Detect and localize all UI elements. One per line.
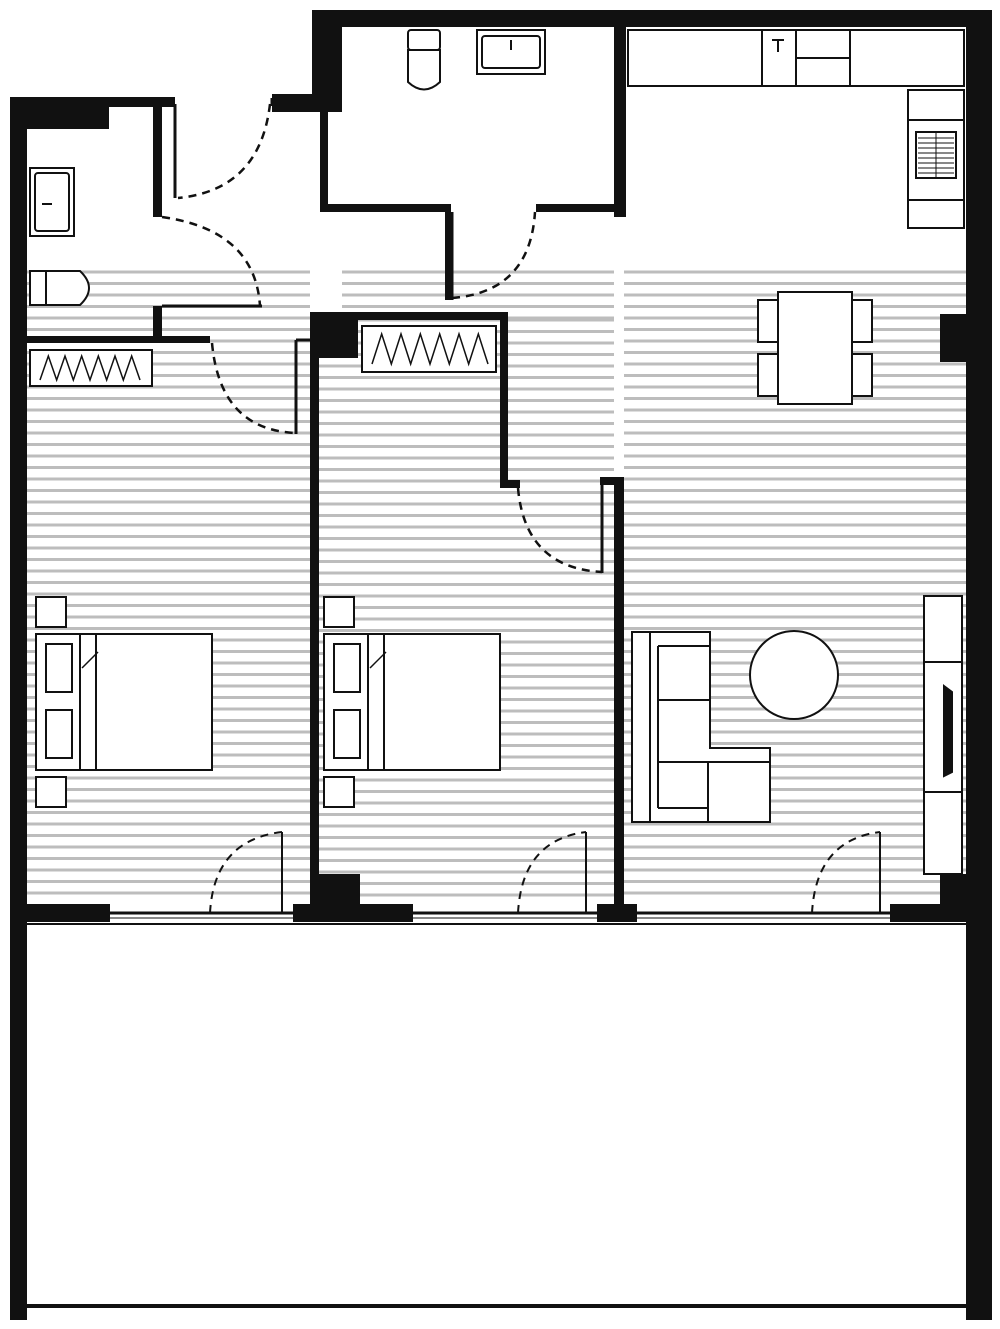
door-swing-icon xyxy=(451,211,537,300)
floor-stripes xyxy=(27,270,966,897)
chair-icon xyxy=(849,353,873,397)
wall-front-bed2-pier xyxy=(310,874,360,922)
chair-icon xyxy=(757,353,781,397)
door-swing-icon xyxy=(161,215,262,307)
toilet-icon xyxy=(407,29,441,91)
wall-ensuite-right xyxy=(153,97,162,217)
wall-left-outer xyxy=(10,97,27,1320)
wall-bed2-door-stub xyxy=(500,480,520,488)
wall-ensuite-bottom xyxy=(27,336,210,343)
bedroom-2-furniture xyxy=(323,596,501,808)
nightstand-icon xyxy=(35,596,67,628)
bathroom-fixtures xyxy=(407,29,546,91)
wall-bed2-right xyxy=(500,312,508,488)
wall-living-left xyxy=(614,477,624,913)
balcony-bottom-rail xyxy=(27,1304,967,1308)
wall-bed2-top xyxy=(310,312,508,320)
living-furniture xyxy=(631,595,963,875)
ensuite-fixtures xyxy=(29,167,90,306)
sofa-icon xyxy=(631,631,771,823)
sliding-door-icon xyxy=(811,831,881,914)
wall-right-pier-upper xyxy=(940,314,968,362)
wall-top-left-pier xyxy=(27,107,109,129)
sink-icon xyxy=(476,29,546,75)
wall-hall-right-stub xyxy=(445,204,451,300)
wall-living-stub xyxy=(600,477,624,485)
balcony xyxy=(27,923,966,1308)
wall-front-right xyxy=(890,904,992,922)
door-swing-icon xyxy=(177,103,272,200)
sliding-door-icon xyxy=(517,831,587,914)
chair-icon xyxy=(757,299,781,343)
wall-bath-top xyxy=(312,10,992,27)
sliding-door-icon xyxy=(209,831,283,914)
wall-bath-bottom-right xyxy=(536,204,626,212)
wall-ensuite-stub xyxy=(153,306,162,343)
front-glazing xyxy=(110,911,890,919)
doors xyxy=(161,98,881,914)
wall-front-left xyxy=(10,904,110,922)
coffee-table-icon xyxy=(749,630,839,720)
door-swing-icon xyxy=(516,487,603,574)
wall-bath-left xyxy=(320,108,328,212)
bed-icon xyxy=(35,633,213,771)
wall-top-left xyxy=(10,97,175,107)
nightstand-icon xyxy=(35,776,67,808)
walls xyxy=(10,10,992,1320)
tv-unit-icon xyxy=(923,595,963,875)
wall-front-mid xyxy=(597,904,637,922)
wall-bath-right xyxy=(614,27,626,217)
nightstand-icon xyxy=(323,776,355,808)
wall-bed2-left xyxy=(310,312,319,912)
nightstand-icon xyxy=(323,596,355,628)
wall-hall-stub xyxy=(272,94,342,112)
wall-right-outer xyxy=(966,10,992,1320)
wardrobe-icon xyxy=(361,325,497,373)
bed-icon xyxy=(323,633,501,771)
sink-icon xyxy=(29,167,75,237)
kitchen xyxy=(627,29,965,229)
dining-table-icon xyxy=(757,291,873,405)
wall-bed2-top-pier xyxy=(310,312,358,358)
toilet-icon xyxy=(29,270,90,306)
chair-icon xyxy=(849,299,873,343)
wall-bath-bottom-left xyxy=(320,204,446,212)
bedroom-1-furniture xyxy=(35,596,213,808)
wardrobe-icon xyxy=(29,349,153,387)
door-swing-icon xyxy=(210,342,297,435)
